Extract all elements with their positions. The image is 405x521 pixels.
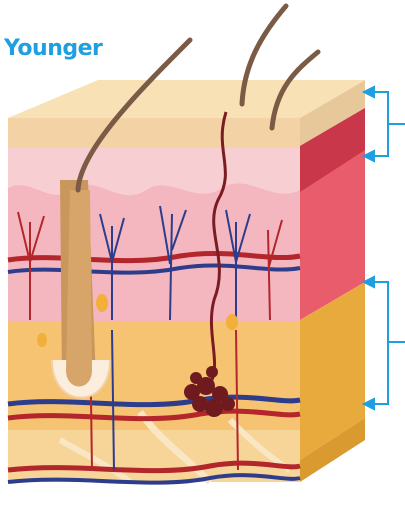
- fat-cell-icon: [96, 294, 108, 312]
- fat-cell-icon: [226, 314, 238, 330]
- epidermis-front: [8, 118, 300, 148]
- bracket-epidermis: [364, 87, 405, 161]
- fat-cell-icon: [37, 333, 47, 347]
- bracket-fat: [364, 277, 405, 409]
- hair-root: [66, 190, 92, 387]
